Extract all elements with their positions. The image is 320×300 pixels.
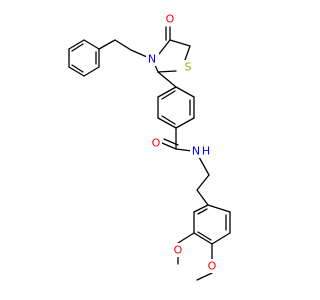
ring-sulfur-label: S — [185, 61, 192, 74]
amide-hydrogen-label: H — [202, 145, 210, 158]
molecule-canvas: O N S O N H O O — [68, 12, 231, 281]
amide-oxygen-label: O — [152, 137, 161, 150]
amide-group — [161, 127, 210, 206]
ring-nitrogen-label: N — [148, 53, 156, 66]
thiazolidinone-ring — [154, 26, 191, 73]
molecule-structure: O N S O N H O O — [68, 12, 231, 281]
central-benzene-ring — [157, 86, 195, 129]
methoxy-oxygen-1-label: O — [174, 244, 183, 257]
phenyl-ring — [68, 39, 100, 77]
methoxy-groups — [177, 232, 213, 281]
methoxy-oxygen-2-label: O — [208, 260, 217, 273]
ring-to-benzene-bond — [157, 71, 177, 88]
dimethoxyphenyl-ring — [193, 204, 231, 245]
ketone-oxygen-label: O — [166, 13, 175, 26]
phenethyl-chain — [98, 39, 148, 58]
atom-labels: O N S O N H O O — [146, 12, 218, 273]
amide-nitrogen-label: N — [192, 145, 200, 158]
